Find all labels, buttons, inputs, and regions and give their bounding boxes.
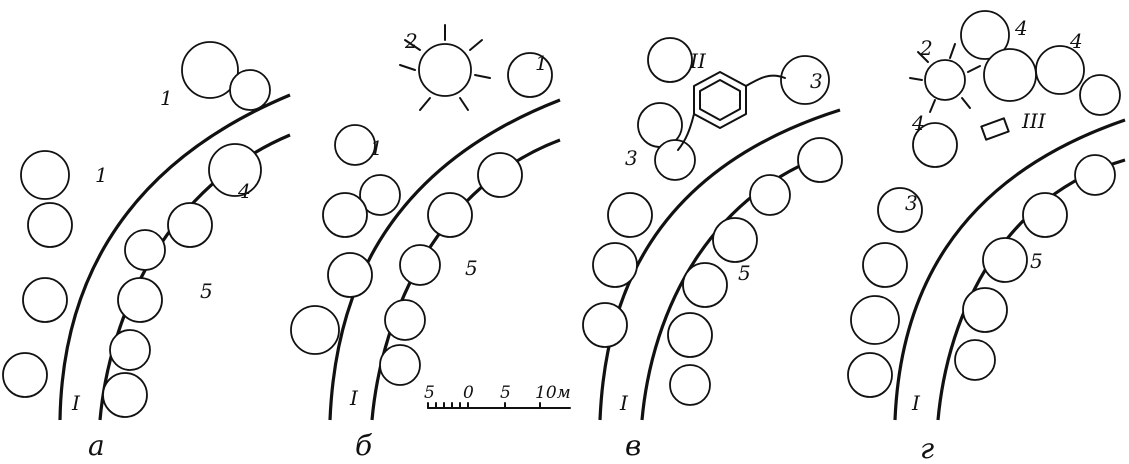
label-group-3: 3	[810, 69, 823, 93]
road-edge-outer	[328, 98, 561, 421]
label-group-2: 2	[404, 29, 418, 53]
pavilion-hexagon	[677, 71, 786, 151]
tree-crowns	[290, 52, 553, 386]
label-group-5: 5	[465, 256, 478, 280]
label-group-4: 4	[911, 111, 925, 135]
panel-d: 2 4 4 4 III 3 5 I г	[847, 10, 1126, 464]
structure-rectangle	[980, 117, 1010, 141]
label-group-4: 4	[1069, 29, 1083, 53]
label-group-1: 1	[370, 136, 383, 160]
road-edge-outer	[58, 93, 291, 421]
scale-bar: 5 0 5 10м	[424, 383, 571, 409]
label-group-5: 5	[738, 261, 751, 285]
panel-letter-b: б	[355, 429, 373, 462]
label-group-5: 5	[200, 279, 213, 303]
label-structure-III: III	[1021, 109, 1047, 133]
panel-letter-c: в	[625, 429, 641, 462]
tree-crowns	[847, 10, 1121, 398]
panel-c: II 3 3 5 I в	[582, 37, 843, 462]
label-road-I: I	[619, 391, 629, 415]
group-2-thorny-shrub	[909, 43, 981, 113]
label-structure-II: II	[689, 49, 707, 73]
label-group-1: 1	[160, 86, 173, 110]
scale-tick-10m: 10м	[535, 383, 571, 403]
panel-b: 2 1 1 5 I б 5 0 5 10м	[290, 24, 571, 462]
label-group-5: 5	[1030, 249, 1043, 273]
label-road-I: I	[911, 391, 921, 415]
label-road-I: I	[71, 391, 81, 415]
scale-tick-5: 5	[424, 383, 435, 403]
label-group-4: 4	[1014, 16, 1028, 40]
road-edge-inner	[640, 148, 841, 421]
panel-letter-a: а	[88, 429, 105, 462]
label-group-2: 2	[919, 36, 933, 60]
road-edge-outer	[598, 108, 841, 421]
group-2-thorny-shrub	[399, 24, 491, 111]
label-road-I: I	[349, 386, 359, 410]
tree-crowns	[2, 41, 271, 418]
scale-tick-0: 0	[463, 383, 474, 403]
label-group-1: 1	[95, 163, 108, 187]
panel-a: 1 1 4 5 I а	[2, 41, 291, 462]
label-group-3: 3	[625, 146, 638, 170]
panel-letter-d: г	[920, 432, 934, 464]
label-group-1: 1	[535, 51, 548, 75]
tree-crowns	[582, 37, 843, 406]
scale-tick-5: 5	[500, 383, 511, 403]
label-group-4: 4	[237, 179, 251, 203]
label-group-3: 3	[905, 191, 918, 215]
road-edge-outer	[893, 118, 1126, 421]
